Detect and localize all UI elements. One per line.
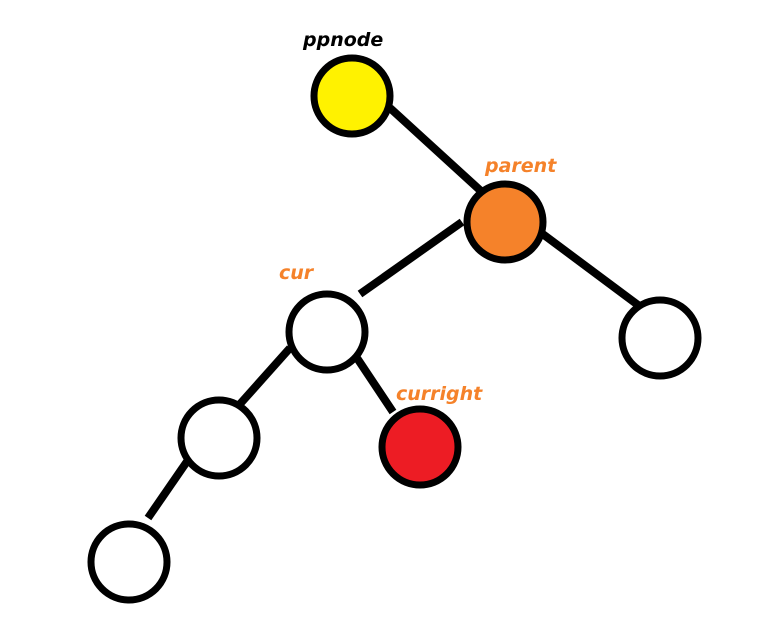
node-circle-parent <box>463 180 547 264</box>
tree-node-cur: cur <box>279 262 369 374</box>
node-circle-left <box>177 396 261 480</box>
tree-node-curright: curright <box>378 383 483 489</box>
edge-ppnode-parent <box>387 105 485 195</box>
nodes-layer: ppnode parent cur curright <box>87 29 702 604</box>
node-circle-curright <box>378 405 462 489</box>
tree-node-ppnode: ppnode <box>302 29 394 138</box>
node-label-ppnode: ppnode <box>302 29 383 51</box>
edge-cur-curright <box>353 355 397 415</box>
edge-left-leftleft <box>144 457 192 521</box>
node-label-parent: parent <box>484 155 557 177</box>
edge-cur-left <box>237 345 293 407</box>
node-label-curright: curright <box>396 383 483 405</box>
edges-layer <box>144 105 641 521</box>
tree-node-parent: parent <box>463 155 557 264</box>
node-circle-cur <box>285 290 369 374</box>
tree-node-leftleft <box>87 520 171 604</box>
tree-node-right <box>618 296 702 380</box>
node-label-cur: cur <box>279 262 315 284</box>
node-circle-leftleft <box>87 520 171 604</box>
edge-parent-cur <box>357 218 465 298</box>
node-circle-right <box>618 296 702 380</box>
node-circle-ppnode <box>310 54 394 138</box>
tree-node-left <box>177 396 261 480</box>
edge-parent-right <box>537 228 641 309</box>
